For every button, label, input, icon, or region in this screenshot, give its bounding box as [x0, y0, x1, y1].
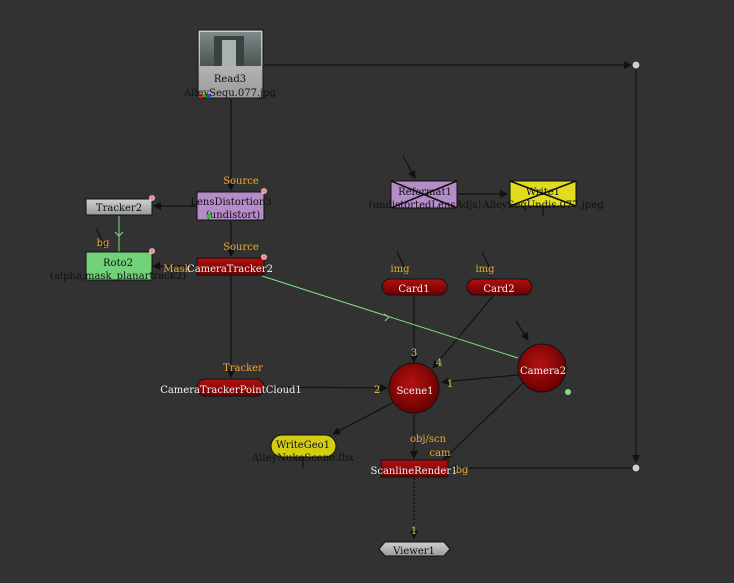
- node-cameratracker2[interactable]: CameraTracker2: [187, 254, 273, 276]
- card2-name: Card2: [483, 284, 514, 295]
- roto2-body: [85, 251, 153, 281]
- node-read3[interactable]: Read3 AlleySequ.077.jpg: [183, 29, 277, 99]
- link-ct-camera-arrow: [383, 313, 390, 322]
- roto2-name: Roto2: [103, 258, 133, 269]
- viewer1-body: [378, 541, 451, 557]
- ct-flag-icon: [261, 254, 267, 260]
- reformat1-disabled-cross-b: [390, 180, 458, 209]
- read3-name: Read3: [214, 74, 246, 85]
- node-tracker2[interactable]: Tracker2: [85, 195, 155, 216]
- scanline-bg-label: bg: [456, 465, 469, 476]
- camera2-name: Camera2: [520, 366, 566, 377]
- card2-body: [466, 278, 533, 296]
- node-viewer1[interactable]: Viewer1: [378, 541, 451, 557]
- link-ct-camera: [261, 275, 519, 359]
- lens-name: LensDistortion3: [190, 197, 271, 208]
- node-reformat1[interactable]: Reformat1 (undistortedLensAdjs): [369, 180, 482, 211]
- viewer-input-1-label: 1: [411, 526, 417, 537]
- node-camera2[interactable]: Camera2: [517, 343, 571, 395]
- scanline-cam-label: cam: [429, 448, 451, 459]
- tracker2-flag-icon: [149, 195, 155, 201]
- edge-scene-writegeo: [332, 401, 395, 435]
- read3-channel-r: [199, 94, 203, 97]
- edge-card2-in: [481, 251, 491, 269]
- lens-flag-icon: [261, 188, 267, 194]
- card1-input-label: img: [390, 264, 410, 275]
- scanline-obj-label: obj/scn: [410, 434, 447, 445]
- lens-input-label: Source: [223, 176, 259, 187]
- cameratracker2-name: CameraTracker2: [187, 264, 273, 275]
- edge-card1-in: [396, 251, 406, 269]
- writegeo1-file: AlleyNukeScene.fbx: [251, 453, 354, 464]
- ct-mask-label: Mask: [163, 264, 191, 275]
- edge-camera-scanline: [443, 381, 525, 460]
- reformat1-sub: (undistortedLensAdjs): [369, 200, 482, 211]
- node-roto2[interactable]: Roto2 (alpha,mask_planartrack2): [50, 248, 186, 283]
- dot-node-bottom[interactable]: [631, 463, 641, 473]
- roto2-flag-icon: [149, 248, 155, 254]
- edge-camera-in: [515, 320, 529, 341]
- viewer1-name: Viewer1: [392, 546, 435, 557]
- scene-input-2-label: 2: [374, 385, 380, 396]
- link-tracker-roto-arrow: [114, 231, 124, 237]
- cameratracker2-body: [196, 257, 265, 276]
- node-lensdistortion[interactable]: LensDistortion3 (undistort): [190, 188, 272, 222]
- tracker2-name: Tracker2: [96, 203, 142, 214]
- card1-body: [381, 278, 448, 296]
- ctpc-body: [196, 378, 265, 397]
- read3-thumb-light: [222, 40, 236, 66]
- roto-input-label: bg: [97, 238, 110, 249]
- ct-input-label: Source: [223, 242, 259, 253]
- ctpc-name: CameraTrackerPointCloud1: [160, 385, 302, 396]
- lens-body: [196, 191, 265, 221]
- camera2-link-icon: [565, 389, 571, 395]
- node-write1[interactable]: Write1 AlleySeqUndis.077.jpeg: [481, 180, 604, 211]
- scanline-body: [380, 459, 449, 478]
- node-writegeo1[interactable]: WriteGeo1 AlleyNukeScene.fbx: [251, 434, 354, 464]
- lens-indicator-icon: [206, 213, 212, 219]
- scanline-name: ScanlineRender1: [371, 466, 458, 477]
- scene-input-4-label: 4: [436, 358, 442, 369]
- edge-roto-bg: [95, 227, 107, 249]
- edge-reformat-in: [402, 155, 416, 179]
- node-card1[interactable]: Card1: [381, 278, 448, 296]
- node-cameratrackerpointcloud1[interactable]: CameraTrackerPointCloud1: [160, 378, 302, 397]
- roto2-sub: (alpha,mask_planartrack2): [50, 271, 186, 282]
- camera2-body: [517, 343, 567, 393]
- card2-input-label: img: [475, 264, 495, 275]
- writegeo1-name: WriteGeo1: [276, 440, 330, 451]
- edge-card2-scene: [432, 295, 494, 369]
- tracker2-body: [85, 198, 153, 216]
- node-scanlinerender1[interactable]: ScanlineRender1: [371, 459, 458, 478]
- lens-sub: (undistort): [206, 210, 260, 221]
- ctpc-input-label: Tracker: [223, 363, 263, 374]
- node-scene1[interactable]: Scene1: [388, 362, 440, 414]
- scene1-body: [388, 362, 440, 414]
- card1-name: Card1: [398, 284, 429, 295]
- edge-ctpc-scene: [263, 383, 388, 392]
- write1-disabled-cross-b: [509, 180, 577, 207]
- write1-name: Write1: [526, 187, 560, 198]
- link-lines: [114, 216, 519, 359]
- reformat1-name: Reformat1: [398, 187, 452, 198]
- writegeo1-body: [270, 434, 337, 458]
- scene-input-3-label: 3: [411, 348, 417, 359]
- dot-node-top[interactable]: [631, 60, 641, 70]
- edges: [95, 61, 640, 539]
- scene-input-1-label: 1: [447, 379, 453, 390]
- node-card2[interactable]: Card2: [466, 278, 533, 296]
- read3-channel-b: [207, 94, 211, 97]
- read3-channel-g: [203, 94, 207, 97]
- scene1-name: Scene1: [396, 386, 433, 397]
- edge-camera-scene: [441, 374, 519, 386]
- write1-file: AlleySeqUndis.077.jpeg: [481, 200, 604, 211]
- read3-file: AlleySequ.077.jpg: [183, 88, 277, 99]
